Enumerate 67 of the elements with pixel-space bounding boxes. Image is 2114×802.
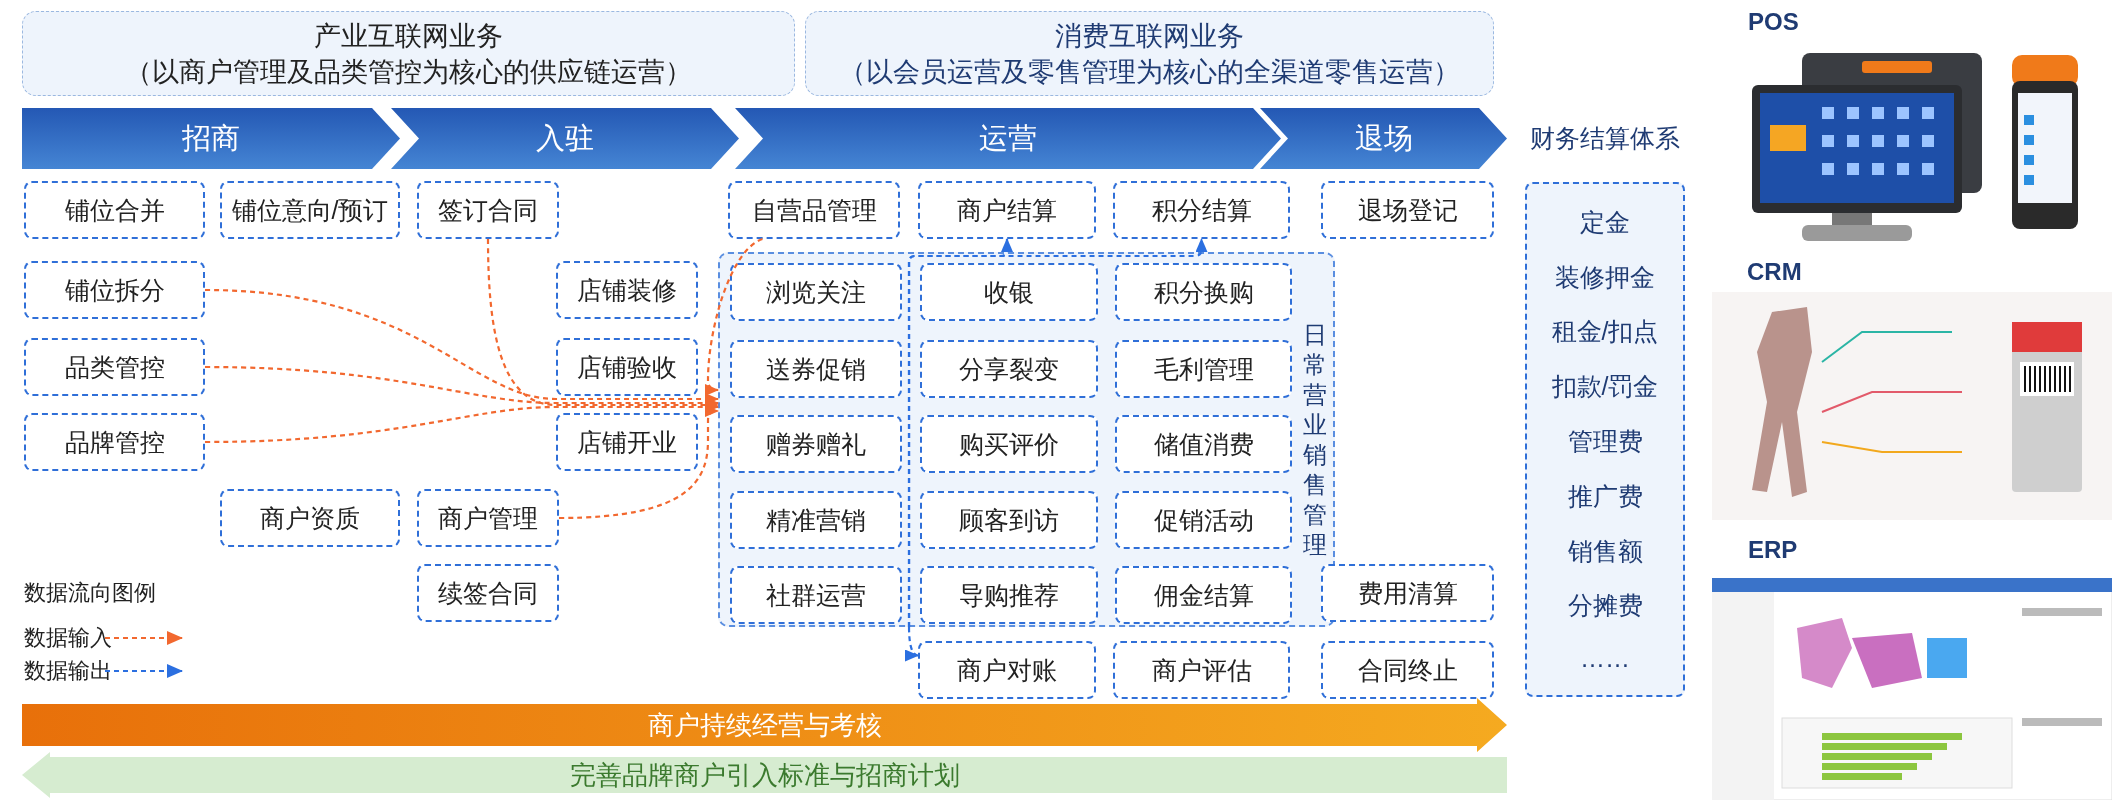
fee-item: 扣款/罚金 <box>1551 371 1659 403</box>
function-box: 促销活动 <box>1115 491 1292 549</box>
function-box: 商户结算 <box>918 181 1096 239</box>
function-box: 铺位意向/预订 <box>220 181 400 239</box>
function-box: 积分结算 <box>1113 181 1290 239</box>
legend-title: 数据流向图例 <box>24 579 156 607</box>
function-box: 佣金结算 <box>1115 566 1292 624</box>
stage-label: 退场 <box>1354 120 1413 156</box>
arrow <box>907 238 1208 627</box>
function-box: 店铺验收 <box>556 338 698 396</box>
function-box: 品牌管控 <box>24 413 205 471</box>
header-panel <box>805 11 1494 96</box>
function-box: 商户管理 <box>417 489 559 547</box>
function-box: 浏览关注 <box>730 263 902 321</box>
function-box: 收银 <box>920 263 1098 321</box>
function-box: 店铺装修 <box>556 261 698 319</box>
fee-item: 推广费 <box>1567 480 1643 512</box>
function-box: 续签合同 <box>417 564 559 622</box>
function-box: 费用清算 <box>1321 564 1494 622</box>
function-box: 积分换购 <box>1115 263 1292 321</box>
function-box: 签订合同 <box>417 181 559 239</box>
fee-item: 分摊费 <box>1567 590 1643 622</box>
function-box: 铺位拆分 <box>24 261 205 319</box>
fee-item: 销售额 <box>1567 535 1643 567</box>
legend-label: 数据输入 <box>24 624 112 652</box>
function-box: 毛利管理 <box>1115 340 1292 398</box>
function-box: 分享裂变 <box>920 340 1098 398</box>
function-box: 铺位合并 <box>24 181 205 239</box>
picture-title: CRM <box>1747 258 1802 286</box>
group-panel <box>718 252 1335 627</box>
function-box: 导购推荐 <box>920 566 1098 624</box>
fee-item: 装修押金 <box>1555 261 1655 293</box>
panel-title: 产业互联网业务 <box>314 19 503 53</box>
arrow-label: 完善品牌商户引入标准与招商计划 <box>569 758 960 792</box>
function-box: 赠券赠礼 <box>730 415 902 473</box>
column-heading: 财务结算体系 <box>1530 122 1680 154</box>
function-box: 商户评估 <box>1113 641 1290 699</box>
header-panel <box>22 11 795 96</box>
arrow-label: 商户持续经营与考核 <box>647 708 882 742</box>
fee-item: …… <box>1580 644 1630 674</box>
panel-subtitle: （以会员运营及零售管理为核心的全渠道零售运营） <box>839 55 1460 89</box>
function-box: 送券促销 <box>730 340 902 398</box>
fee-item: 定金 <box>1580 206 1630 238</box>
function-box: 顾客到访 <box>920 491 1098 549</box>
function-box: 合同终止 <box>1321 641 1494 699</box>
panel-title: 消费互联网业务 <box>1055 19 1244 53</box>
arrow <box>904 627 919 660</box>
stage-label: 运营 <box>979 120 1037 156</box>
stage-label: 入驻 <box>536 120 594 156</box>
function-box: 精准营销 <box>730 491 902 549</box>
function-box: 商户资质 <box>220 489 400 547</box>
function-box: 店铺开业 <box>556 413 698 471</box>
picture-title: POS <box>1748 8 1799 36</box>
picture-title: ERP <box>1748 536 1798 564</box>
function-box: 社群运营 <box>730 566 902 624</box>
fee-item: 管理费 <box>1567 426 1643 457</box>
function-box: 品类管控 <box>24 338 205 396</box>
vertical-heading: 日常营业销售管理 <box>1302 319 1328 560</box>
function-box: 商户对账 <box>918 641 1096 699</box>
function-box: 购买评价 <box>920 415 1098 473</box>
fee-item: 租金/扣点 <box>1551 316 1659 348</box>
stage-label: 招商 <box>182 120 240 156</box>
function-box: 自营品管理 <box>728 181 900 239</box>
function-box: 储值消费 <box>1115 415 1292 473</box>
panel-subtitle: （以商户管理及品类管控为核心的供应链运营） <box>125 55 692 89</box>
function-box: 退场登记 <box>1321 181 1494 239</box>
legend-label: 数据输出 <box>24 657 112 685</box>
